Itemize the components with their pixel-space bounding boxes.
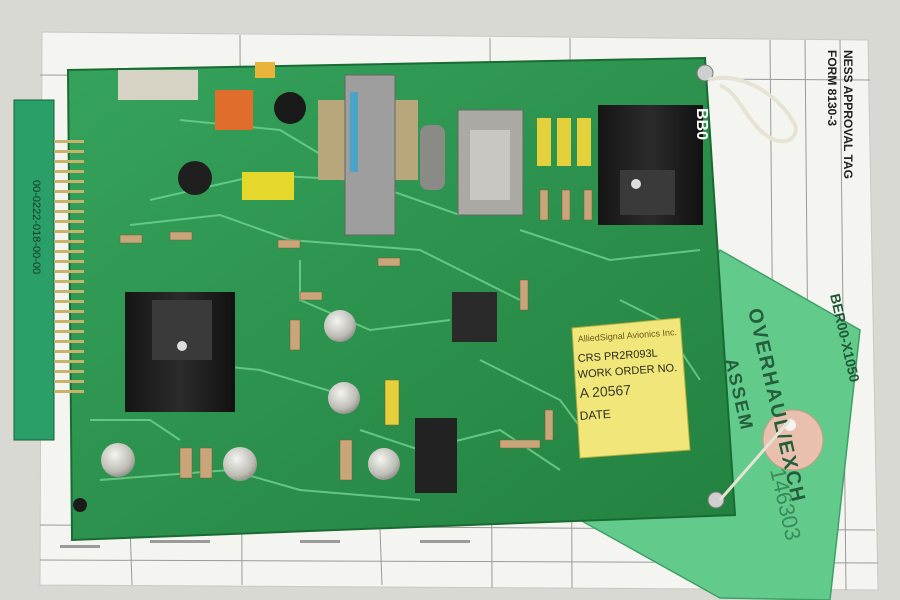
screw <box>707 491 725 509</box>
transformer <box>318 74 418 236</box>
tag-tie <box>718 419 792 501</box>
ic-chip <box>415 418 457 493</box>
capacitor-orange <box>215 90 253 130</box>
work-order-sticker: AlliedSignal Avionics Inc. CRS PR2R093L … <box>571 317 691 459</box>
transistor-can <box>101 443 135 477</box>
tag-string <box>707 75 798 144</box>
transistor-can <box>223 447 257 481</box>
board-part-number: 00-0222-018-00-00 <box>30 180 42 274</box>
capacitor-yellow <box>577 118 591 166</box>
board-serial: BB0 <box>693 108 710 140</box>
sticker-date-label: DATE <box>579 407 611 423</box>
resistors <box>119 189 593 481</box>
resistor-power <box>420 125 445 190</box>
inductor <box>274 92 306 124</box>
sticker-work-order: A 20567 <box>579 381 632 401</box>
relay <box>457 109 524 216</box>
transistor-can <box>328 382 360 414</box>
voltage-regulator <box>452 292 497 342</box>
sticker-crs: CRS PR2R093L <box>577 347 658 365</box>
component-block <box>118 70 198 100</box>
heatsink-left <box>125 292 235 412</box>
capacitor-yellow <box>537 118 551 166</box>
heatsink-right: BB0 <box>598 105 710 225</box>
mounting-hole <box>73 498 87 512</box>
form-header: FORM 8130-3 NESS APPROVAL TAG <box>825 50 855 179</box>
edge-connector: 00-0222-018-00-00 <box>13 99 84 441</box>
transistor-can <box>324 310 356 342</box>
trimmer <box>178 161 212 195</box>
transistor-can <box>368 448 400 480</box>
form-header-line: NESS APPROVAL TAG <box>841 50 855 179</box>
capacitor-label <box>242 172 294 200</box>
pcb <box>66 56 737 542</box>
capacitor-yellow <box>557 118 571 166</box>
screw <box>696 64 714 82</box>
form-header-line: FORM 8130-3 <box>825 50 839 126</box>
capacitor-yellow <box>255 62 275 78</box>
